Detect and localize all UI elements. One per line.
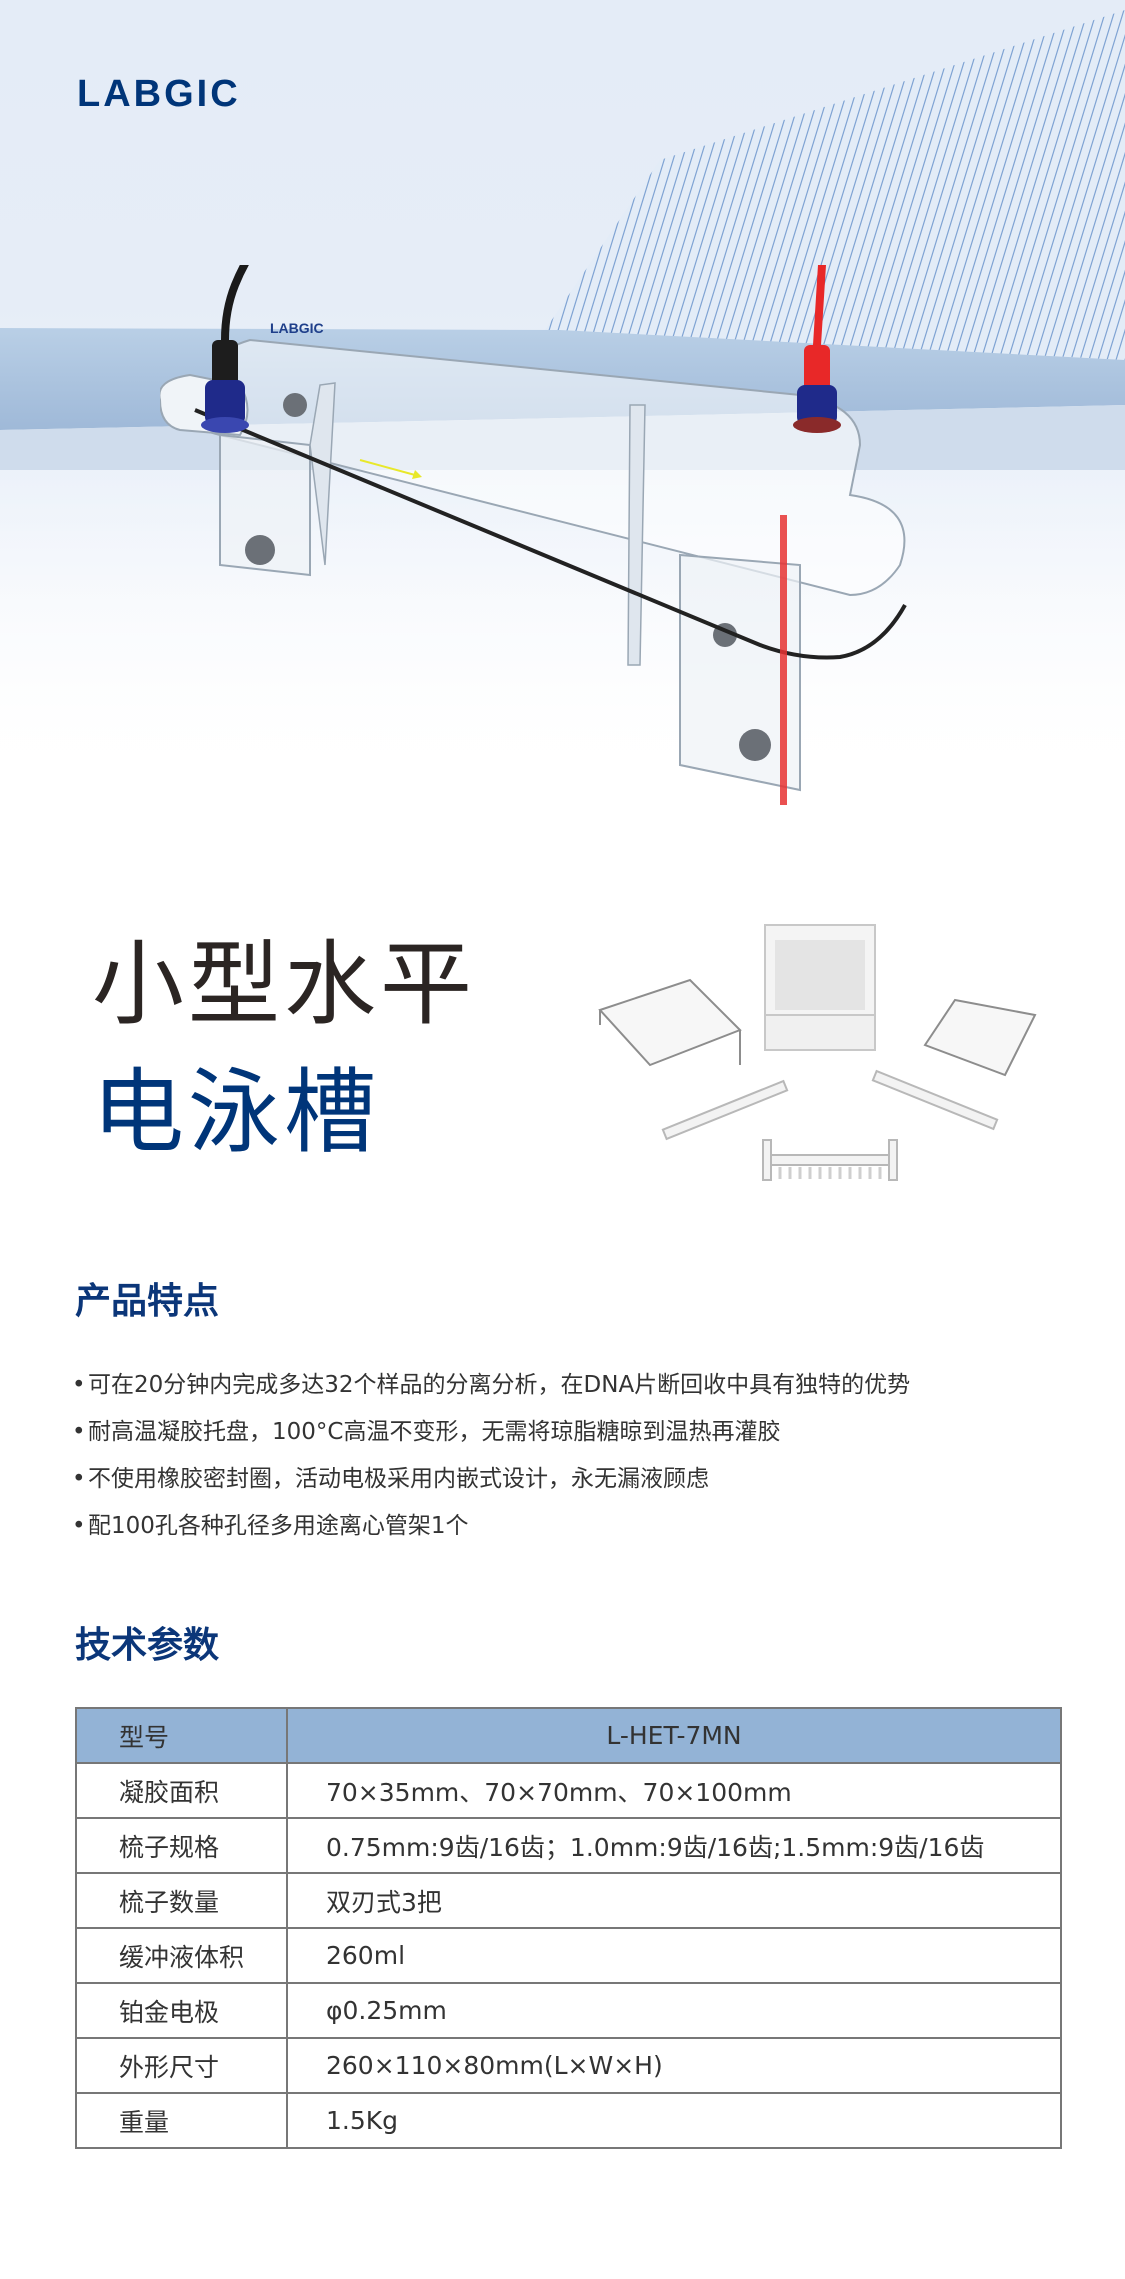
table-row: 梳子数量双刃式3把 <box>75 1872 1062 1929</box>
labgic-logo: LABGIC <box>77 74 241 114</box>
bullet-icon: • <box>72 1419 86 1445</box>
feature-item: •配100孔各种孔径多用途离心管架1个 <box>72 1503 910 1550</box>
accessories-image <box>598 924 1037 1181</box>
tank-logo-text: LABGIC <box>270 320 324 336</box>
product-title-line2: 电泳槽 <box>92 1059 381 1166</box>
spec-key: 铂金电极 <box>75 1982 288 2039</box>
hero-banner: LABGIC LABGIC <box>0 0 1125 860</box>
spec-key: 梳子数量 <box>75 1872 288 1929</box>
bullet-icon: • <box>72 1372 86 1398</box>
spec-value: 70×35mm、70×70mm、70×100mm <box>286 1762 1062 1819</box>
product-title-line1: 小型水平 <box>92 931 477 1038</box>
spec-key: 梳子规格 <box>75 1817 288 1874</box>
feature-item: •耐高温凝胶托盘，100°C高温不变形，无需将琼脂糖晾到温热再灌胶 <box>72 1409 910 1456</box>
feature-text: 配100孔各种孔径多用途离心管架1个 <box>88 1513 469 1539</box>
model-value: L-HET-7MN <box>286 1707 1062 1764</box>
model-label: 型号 <box>75 1707 288 1764</box>
spec-value: 1.5Kg <box>286 2092 1062 2149</box>
logo-text: LABGIC <box>77 74 241 114</box>
specs-heading: 技术参数 <box>75 1625 220 1666</box>
spec-key: 凝胶面积 <box>75 1762 288 1819</box>
features-heading: 产品特点 <box>75 1281 220 1322</box>
spec-key: 缓冲液体积 <box>75 1927 288 1984</box>
feature-text: 不使用橡胶密封圈，活动电极采用内嵌式设计，永无漏液顾虑 <box>88 1466 709 1492</box>
spec-key: 外形尺寸 <box>75 2037 288 2094</box>
feature-text: 可在20分钟内完成多达32个样品的分离分析，在DNA片断回收中具有独特的优势 <box>88 1372 911 1398</box>
feature-item: •可在20分钟内完成多达32个样品的分离分析，在DNA片断回收中具有独特的优势 <box>72 1362 910 1409</box>
table-header-row: 型号 L-HET-7MN <box>75 1707 1062 1764</box>
spec-value: 0.75mm:9齿/16齿；1.0mm:9齿/16齿;1.5mm:9齿/16齿 <box>286 1817 1062 1874</box>
features-list: •可在20分钟内完成多达32个样品的分离分析，在DNA片断回收中具有独特的优势 … <box>72 1362 910 1550</box>
feature-text: 耐高温凝胶托盘，100°C高温不变形，无需将琼脂糖晾到温热再灌胶 <box>88 1419 781 1445</box>
spec-value: 260×110×80mm(L×W×H) <box>286 2037 1062 2094</box>
electrophoresis-tank-image: LABGIC <box>160 265 907 805</box>
feature-item: •不使用橡胶密封圈，活动电极采用内嵌式设计，永无漏液顾虑 <box>72 1456 910 1503</box>
spec-key: 重量 <box>75 2092 288 2149</box>
bullet-icon: • <box>72 1466 86 1492</box>
spec-value: φ0.25mm <box>286 1982 1062 2039</box>
spec-value: 260ml <box>286 1927 1062 1984</box>
spec-value: 双刃式3把 <box>286 1872 1062 1929</box>
bullet-icon: • <box>72 1513 86 1539</box>
